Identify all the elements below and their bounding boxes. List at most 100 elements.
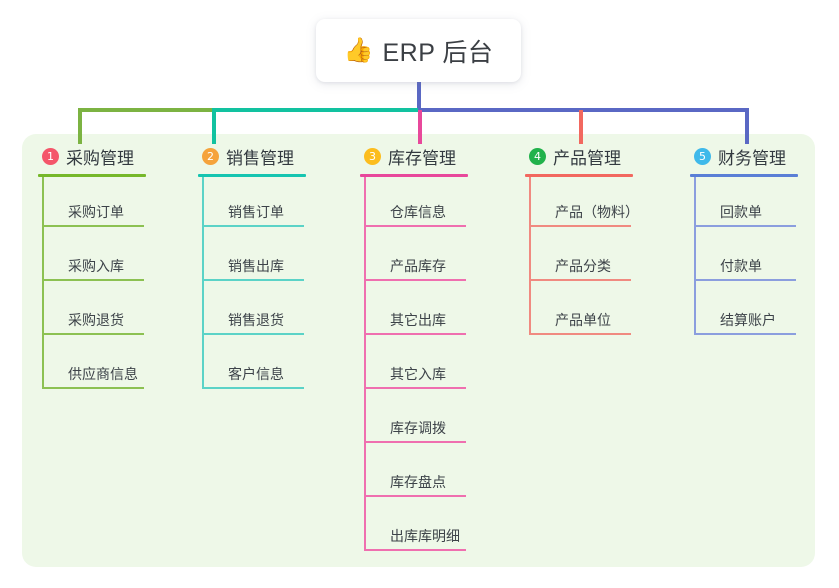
branch-item-rule — [202, 279, 304, 281]
branch-item-rule — [529, 333, 631, 335]
branch-item-rule — [364, 225, 466, 227]
branch-item-rule — [364, 279, 466, 281]
branch-item[interactable]: 产品单位 — [529, 285, 675, 339]
branch-item-rule — [364, 387, 466, 389]
branch-column-2: 2 销售管理销售订单销售出库销售退货客户信息 — [198, 143, 348, 393]
branch-item[interactable]: 采购退货 — [42, 285, 188, 339]
branch-header-3[interactable]: 3 库存管理 — [360, 143, 510, 169]
branch-header-rule-5 — [690, 174, 798, 177]
branch-item[interactable]: 销售出库 — [202, 231, 348, 285]
branch-trunk-3 — [364, 177, 366, 551]
branch-item-label: 其它入库 — [390, 366, 446, 382]
branch-item-rule — [202, 387, 304, 389]
branch-item[interactable]: 销售退货 — [202, 285, 348, 339]
root-node[interactable]: 👍 ERP 后台 — [316, 19, 521, 82]
branch-title-2: 销售管理 — [226, 148, 294, 168]
branch-title-1: 采购管理 — [66, 148, 134, 168]
branch-item[interactable]: 付款单 — [694, 231, 839, 285]
branch-item-rule — [202, 225, 304, 227]
branch-item[interactable]: 客户信息 — [202, 339, 348, 393]
branch-item-rule — [42, 387, 144, 389]
root-title: ERP 后台 — [382, 38, 494, 67]
branch-item[interactable]: 库存盘点 — [364, 447, 510, 501]
branch-header-rule-1 — [38, 174, 146, 177]
branch-item-label: 库存调拨 — [390, 420, 446, 436]
branch-badge-2: 2 — [202, 147, 219, 165]
branch-items-2: 销售订单销售出库销售退货客户信息 — [202, 177, 348, 393]
branch-item[interactable]: 结算账户 — [694, 285, 839, 339]
branch-item-label: 采购入库 — [68, 258, 124, 274]
branch-item[interactable]: 产品库存 — [364, 231, 510, 285]
branch-item-rule — [694, 279, 796, 281]
branch-item[interactable]: 库存调拨 — [364, 393, 510, 447]
branch-item-label: 回款单 — [720, 204, 762, 220]
branch-item[interactable]: 产品分类 — [529, 231, 675, 285]
branch-items-4: 产品（物料） 产品分类产品单位 — [529, 177, 675, 339]
branch-item-label: 客户信息 — [228, 366, 284, 382]
branch-item-label: 仓库信息 — [390, 204, 446, 220]
branch-item-label: 销售出库 — [228, 258, 284, 274]
connector-drop-1 — [78, 110, 82, 144]
branch-item-rule — [364, 333, 466, 335]
mindmap-panel — [22, 134, 815, 567]
branch-item[interactable]: 其它出库 — [364, 285, 510, 339]
branch-title-3: 库存管理 — [388, 148, 456, 168]
branch-item-label: 产品分类 — [555, 258, 611, 274]
branch-item-rule — [364, 549, 466, 551]
branch-item[interactable]: 采购入库 — [42, 231, 188, 285]
connector-horizontal-teal — [212, 108, 419, 112]
branch-item-rule — [42, 225, 144, 227]
branch-header-rule-4 — [525, 174, 633, 177]
branch-item-rule — [529, 279, 631, 281]
branch-item[interactable]: 采购订单 — [42, 177, 188, 231]
branch-item-rule — [202, 333, 304, 335]
branch-item-rule — [42, 279, 144, 281]
branch-trunk-1 — [42, 177, 44, 389]
branch-trunk-5 — [694, 177, 696, 335]
branch-title-5: 财务管理 — [718, 148, 786, 168]
branch-item-label: 采购退货 — [68, 312, 124, 328]
branch-item-label: 产品库存 — [390, 258, 446, 274]
branch-item-rule — [694, 333, 796, 335]
branch-item[interactable]: 销售订单 — [202, 177, 348, 231]
branch-item-rule — [364, 441, 466, 443]
branch-item[interactable]: 回款单 — [694, 177, 839, 231]
branch-item[interactable]: 其它入库 — [364, 339, 510, 393]
branch-item[interactable]: 出库库明细 — [364, 501, 510, 555]
branch-item[interactable]: 供应商信息 — [42, 339, 188, 393]
branch-badge-3: 3 — [364, 147, 381, 165]
branch-item-label: 采购订单 — [68, 204, 124, 220]
branch-item[interactable]: 仓库信息 — [364, 177, 510, 231]
connector-root-stem — [417, 80, 421, 110]
branch-item[interactable]: 产品（物料） — [529, 177, 675, 231]
branch-header-rule-2 — [198, 174, 306, 177]
connector-drop-2 — [212, 110, 216, 144]
branch-item-rule — [42, 333, 144, 335]
branch-item-label: 销售订单 — [228, 204, 284, 220]
branch-items-1: 采购订单采购入库采购退货供应商信息 — [42, 177, 188, 393]
branch-items-5: 回款单付款单结算账户 — [694, 177, 839, 339]
connector-horizontal-blue — [418, 108, 749, 112]
branch-item-label: 付款单 — [720, 258, 762, 274]
branch-item-rule — [529, 225, 631, 227]
branch-items-3: 仓库信息产品库存其它出库其它入库库存调拨库存盘点出库库明细 — [364, 177, 510, 555]
branch-item-label: 库存盘点 — [390, 474, 446, 490]
branch-item-label: 供应商信息 — [68, 366, 138, 382]
branch-item-label: 产品（物料） — [555, 204, 639, 220]
branch-item-label: 出库库明细 — [390, 528, 460, 544]
branch-item-rule — [364, 495, 466, 497]
branch-trunk-2 — [202, 177, 204, 389]
branch-item-label: 结算账户 — [720, 312, 776, 328]
branch-trunk-4 — [529, 177, 531, 335]
thumbs-up-icon: 👍 — [343, 36, 374, 64]
connector-drop-3 — [418, 110, 422, 144]
branch-item-label: 产品单位 — [555, 312, 611, 328]
branch-header-2[interactable]: 2 销售管理 — [198, 143, 348, 169]
branch-item-label: 其它出库 — [390, 312, 446, 328]
connector-drop-4 — [579, 110, 583, 144]
